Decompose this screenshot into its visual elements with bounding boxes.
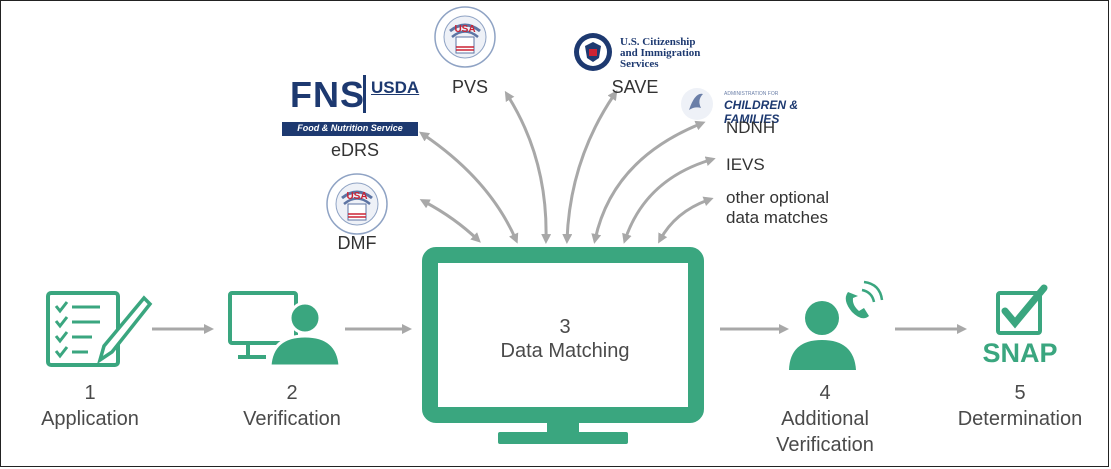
uscis-line2: and Immigration	[620, 47, 701, 59]
step2-text: 2 Verification	[222, 380, 362, 432]
step1-text: 1 Application	[20, 380, 160, 432]
verification-icon	[228, 291, 342, 368]
arrow-save	[562, 90, 618, 244]
acf-small-text: ADMINISTRATION FOR	[724, 91, 779, 97]
source-label-edrs: eDRS	[330, 140, 379, 160]
usda-logo-text: USDA	[371, 78, 420, 97]
arrow-edrs	[419, 131, 519, 244]
step4-label2: Verification	[776, 434, 874, 456]
data-matching-monitor	[422, 247, 704, 444]
arrow-ndnh	[591, 120, 706, 244]
ssa-seal-top	[434, 6, 496, 68]
snap-badge: SNAP	[982, 338, 1058, 368]
arrow-pvs	[504, 90, 552, 244]
step5-text: 5 Determination	[940, 380, 1100, 432]
optional-line2: data matches	[726, 208, 829, 227]
ssa-usa-dmf: USA	[346, 191, 368, 202]
step4-number: 4	[819, 382, 831, 404]
uscis-line1: U.S. Citizenship	[620, 36, 696, 48]
arrow-dmf	[419, 199, 481, 243]
source-label-ndnh: NDNH	[726, 118, 776, 137]
step1-number: 1	[84, 382, 96, 404]
step3-label: Data Matching	[500, 340, 630, 362]
arrow-ievs	[622, 156, 716, 244]
uscis-line3: Services	[620, 58, 659, 70]
optional-line1: other optional	[726, 188, 830, 207]
source-label-optional: other optional data matches	[726, 188, 866, 228]
additional-verification-icon	[789, 280, 884, 370]
uscis-logo-text: U.S. Citizenship and Immigration Service…	[620, 37, 730, 70]
step4-text: 4 Additional Verification	[755, 380, 895, 458]
fns-logo-text: FNS	[290, 74, 365, 115]
source-label-ievs: IEVS	[726, 155, 765, 174]
source-label-save: SAVE	[611, 77, 659, 97]
step3-text: 3 Data Matching	[470, 315, 660, 363]
source-label-pvs: PVS	[451, 77, 489, 97]
determination-icon	[996, 284, 1048, 335]
acf-logo-text: CHILDREN & FAMILIES	[724, 98, 798, 126]
data-source-arrows	[419, 90, 716, 244]
step2-label: Verification	[243, 408, 341, 430]
step1-label: Application	[41, 408, 139, 430]
fns-usda-logo	[282, 75, 418, 136]
step2-number: 2	[286, 382, 298, 404]
dhs-seal-icon	[574, 33, 612, 71]
step4-label: Additional	[781, 408, 869, 430]
ssa-usa-top: USA	[454, 24, 476, 35]
fns-subtitle: Food & Nutrition Service	[297, 123, 403, 133]
step5-label: Determination	[957, 408, 1083, 430]
step3-number: 3	[559, 316, 571, 338]
arrow-optional	[658, 196, 714, 244]
hhs-eagle-icon	[681, 88, 713, 120]
ssa-seal-dmf	[326, 173, 388, 235]
source-label-dmf: DMF	[337, 233, 377, 253]
application-icon	[46, 291, 153, 367]
step5-number: 5	[1014, 382, 1026, 404]
